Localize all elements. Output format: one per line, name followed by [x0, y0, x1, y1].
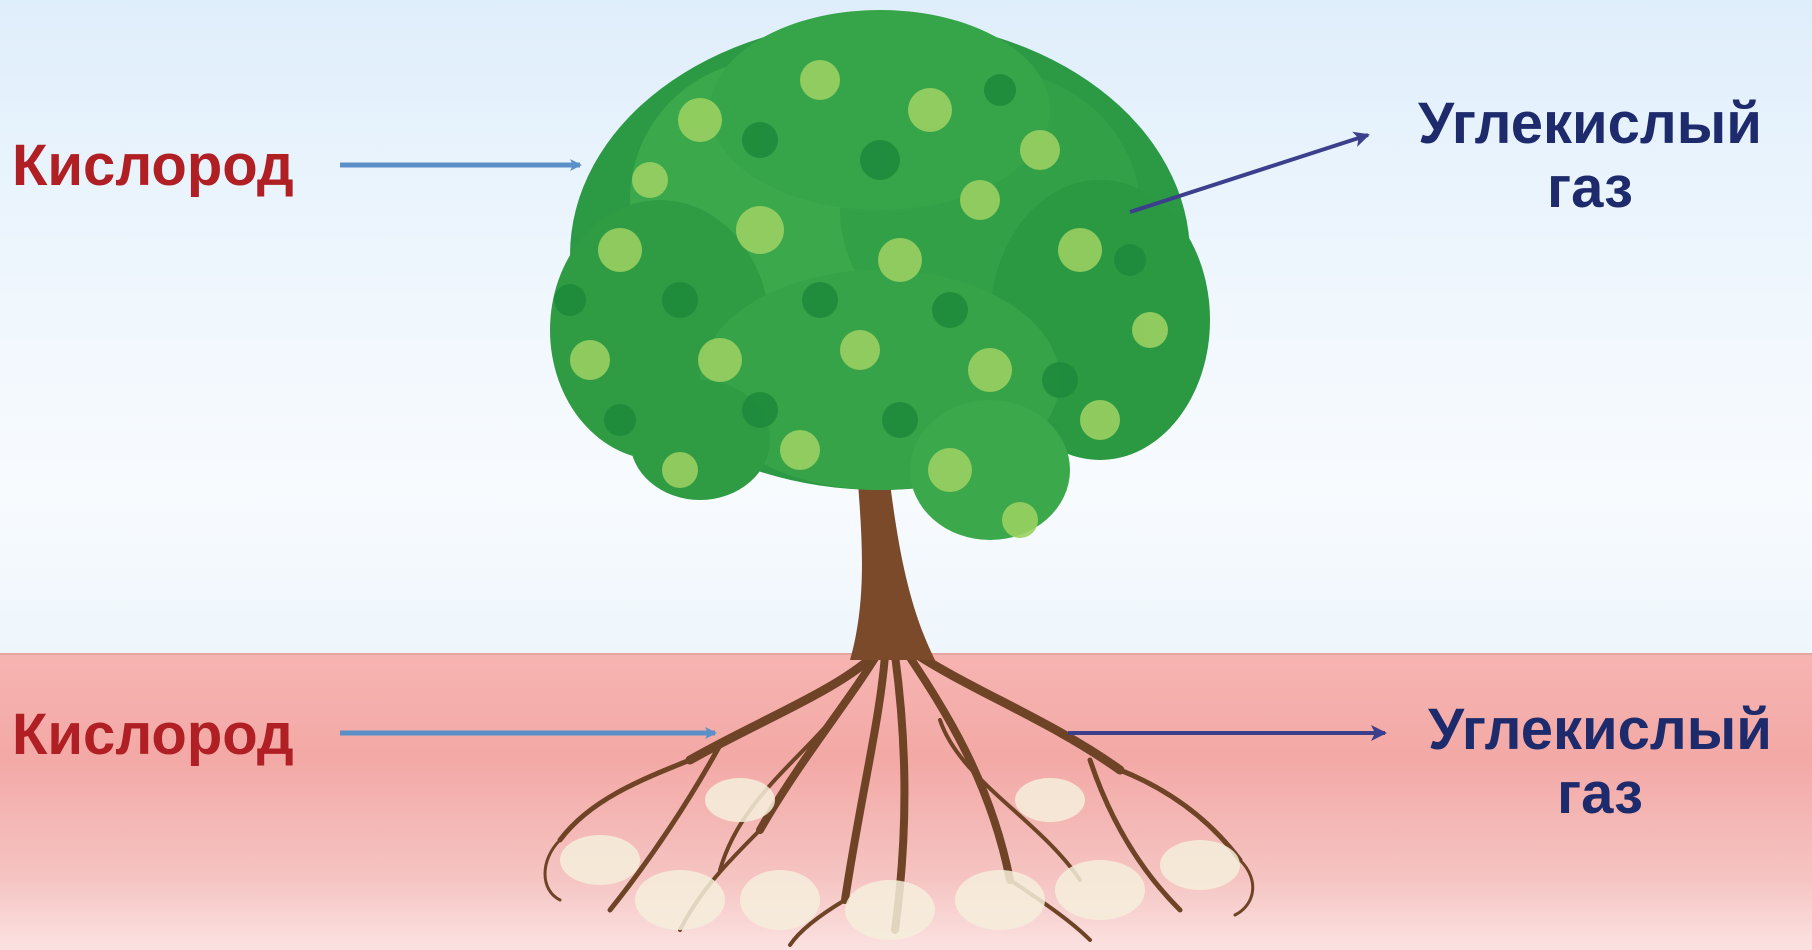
co2-label-top-line1: Углекислый [1385, 92, 1795, 156]
oxygen-label-top: Кислород [12, 134, 294, 198]
co2-label-bottom-line2: газ [1395, 762, 1805, 826]
tree-crown [550, 10, 1210, 540]
co2-label-bottom: Углекислый газ [1395, 698, 1805, 826]
oxygen-label-bottom: Кислород [12, 703, 294, 767]
co2-label-bottom-line1: Углекислый [1395, 698, 1805, 762]
co2-label-top: Углекислый газ [1385, 92, 1795, 220]
co2-label-top-line2: газ [1385, 156, 1795, 220]
